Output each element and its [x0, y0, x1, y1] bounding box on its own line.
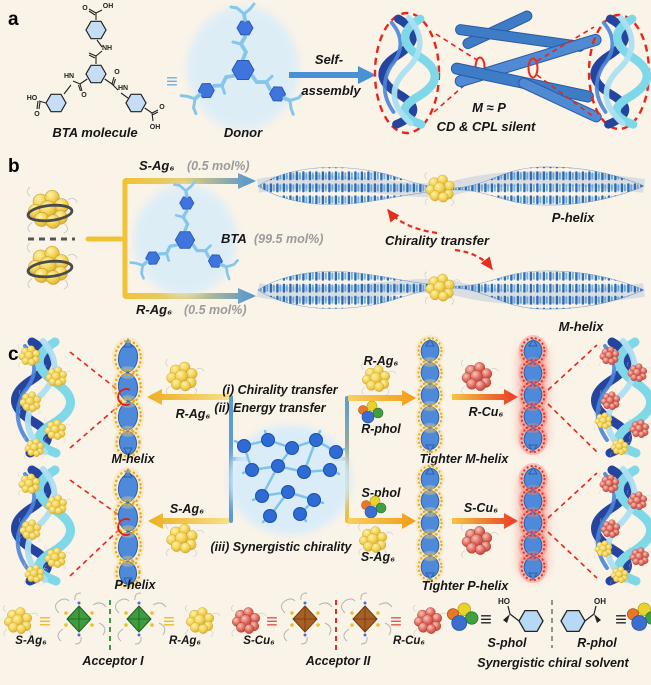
equiv-gold-left-icon: ≡: [39, 611, 51, 633]
s-ag-percent: (0.5 mol%): [187, 159, 250, 173]
cluster-ring-top: [26, 203, 74, 223]
m-helix-pitch-mark: [117, 388, 131, 406]
step-i-label: (i) Chirality transfer: [222, 383, 338, 397]
atom-o-bl: O: [34, 111, 40, 118]
bta-percent: (99.5 mol%): [254, 232, 323, 246]
solvent-caption: Synergistic chiral solvent: [477, 656, 629, 670]
legend-s-phol-label: S-phol: [488, 636, 527, 650]
self-assembly-label-2: assembly: [301, 83, 361, 98]
m-helix-label: M-helix: [559, 319, 605, 334]
panel-b: b S-Ag₆ (0.5 mol%) R-Ag₆ (0.5 mol%) BTA …: [8, 156, 644, 334]
equivalence-icon: ≡: [166, 71, 178, 93]
r-ag-arrow: [125, 288, 256, 304]
panel-a: a O OH NH HN O O HN HO O O OH: [8, 3, 649, 140]
r-phol-label: R-phol: [361, 422, 401, 436]
r-ag-right-label: R-Ag₆: [364, 354, 399, 368]
zoom-ellipse-left: [373, 11, 441, 135]
r-ag-percent: (0.5 mol%): [184, 303, 247, 317]
c-p-helix-label: P-helix: [115, 578, 157, 592]
s-ag-arrow-left: [148, 513, 229, 529]
equiv-black-left-icon: ≡: [480, 609, 492, 631]
atom-o-br: O: [159, 104, 165, 111]
equiv-red-right-icon: ≡: [390, 611, 402, 633]
step-iii-label: (iii) Synergistic chirality: [210, 540, 352, 554]
s-ag-label: S-Ag₆: [139, 158, 175, 173]
acceptor2-caption: Acceptor II: [305, 654, 371, 668]
s-phol-structure: HO: [498, 597, 544, 633]
p-helix-pitch-mark: [117, 518, 131, 536]
panel-c-label: c: [8, 344, 19, 365]
legend-solvent: ≡ HO S-phol OH R-phol ≡ Synergistic chir…: [447, 597, 651, 670]
r-cu-arrow: [452, 389, 518, 405]
red-m-ribbon: [522, 338, 544, 453]
legend-acceptor-1: ≡ ≡ S-Ag₆ R-Ag₆ Acceptor I: [3, 592, 221, 668]
s-phol-label: S-phol: [362, 486, 401, 500]
r-ag-left-label: R-Ag₆: [176, 407, 211, 421]
r-ag-arrow-left: [147, 389, 232, 405]
legend: ≡ ≡ S-Ag₆ R-Ag₆ Acceptor I ≡ ≡ S-Cu₆ R-C…: [3, 592, 651, 670]
self-assembly-arrow: [289, 66, 376, 84]
atom-oh-top: OH: [103, 3, 114, 10]
bta-molecule-label: BTA molecule: [52, 125, 137, 140]
equiv-red-left-icon: ≡: [266, 611, 278, 633]
atom-nh-top: NH: [102, 45, 112, 52]
r-phol-oh: OH: [594, 597, 606, 606]
equiv-gold-right-icon: ≡: [163, 611, 175, 633]
legend-s-cu-label: S-Cu₆: [243, 635, 275, 647]
legend-s-ag-label: S-Ag₆: [15, 635, 47, 647]
zoom-cone-right: [536, 26, 595, 118]
s-ag-left-label: S-Ag₆: [170, 502, 204, 516]
c-m-helix-label: M-helix: [111, 452, 155, 466]
fiber-network: [450, 10, 602, 123]
atom-ho-bl: HO: [27, 95, 38, 102]
self-assembly-label-1: Self-: [315, 52, 343, 67]
s-cu-arrow: [452, 513, 518, 529]
panel-a-label: a: [8, 9, 19, 30]
chirality-transfer-arrow-down: [454, 248, 493, 271]
r-ag-label: R-Ag₆: [136, 302, 172, 317]
chirality-transfer-label: Chirality transfer: [385, 233, 490, 248]
step-ii-label: (ii) Energy transfer: [214, 401, 326, 415]
tighter-p-label: Tighter P-helix: [422, 579, 510, 593]
cd-cpl-silent-label: CD & CPL silent: [437, 119, 536, 134]
branch-connector: [85, 178, 128, 299]
acceptor1-caption: Acceptor I: [81, 654, 144, 668]
panel-c: c M-helix P-helix R-Ag₆ S-Ag₆ (i) Chiral…: [8, 338, 651, 593]
legend-r-phol-label: R-phol: [577, 636, 617, 650]
r-cu-label: R-Cu₆: [469, 405, 504, 419]
atom-o-left: O: [81, 92, 87, 99]
atom-hn-right: HN: [118, 85, 128, 92]
fiber-highlight-right: [527, 57, 539, 79]
r-phol-structure: OH: [560, 597, 606, 633]
donor-label: Donor: [224, 125, 263, 140]
atom-o-top: O: [82, 5, 88, 12]
bta-aggregate: [228, 425, 352, 535]
atom-o-right: O: [114, 69, 120, 76]
s-phol-ho: HO: [498, 597, 510, 606]
red-p-ribbon: [522, 466, 544, 581]
tighter-p-ribbon: [419, 466, 441, 581]
equiv-black-right-icon: ≡: [615, 609, 627, 631]
legend-r-ag-label: R-Ag₆: [169, 635, 201, 647]
s-ag-right-label: S-Ag₆: [361, 550, 395, 564]
tighter-m-label: Tighter M-helix: [420, 452, 510, 466]
s-phol-arrow: [348, 513, 416, 529]
legend-acceptor-2: ≡ ≡ S-Cu₆ R-Cu₆ Acceptor II: [231, 592, 449, 668]
s-cu-label: S-Cu₆: [464, 501, 498, 515]
atom-oh-br: OH: [150, 124, 161, 131]
p-helix-label: P-helix: [552, 210, 595, 225]
atom-hn-left: HN: [64, 73, 74, 80]
chirality-transfer-arrow-up: [387, 208, 438, 235]
m-equals-p-label: M ≈ P: [472, 100, 506, 115]
r-phol-arrow: [348, 390, 416, 406]
cluster-ring-bottom: [26, 259, 74, 279]
panel-b-label: b: [8, 156, 20, 177]
tighter-m-ribbon: [419, 338, 441, 453]
legend-r-cu-label: R-Cu₆: [393, 635, 425, 647]
bta-chemical-structure: O OH NH HN O O HN HO O O OH: [27, 3, 166, 131]
bta-label: BTA: [221, 231, 247, 246]
s-ag-arrow: [125, 173, 256, 189]
